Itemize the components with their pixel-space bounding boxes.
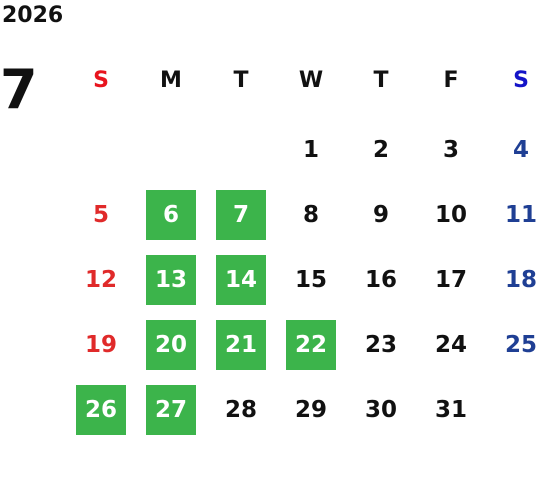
day-cell[interactable]: 5 — [92, 201, 109, 228]
day-cell-highlighted[interactable]: 27 — [146, 385, 196, 435]
day-cell-highlighted[interactable]: 14 — [216, 255, 266, 305]
day-cell[interactable]: 2 — [372, 136, 389, 163]
day-cell[interactable]: 18 — [504, 266, 537, 293]
day-cell[interactable]: 9 — [372, 201, 389, 228]
day-cell[interactable]: 19 — [84, 331, 117, 358]
weekday-header: S — [93, 68, 109, 93]
day-cell[interactable]: 28 — [224, 396, 257, 423]
day-cell-highlighted[interactable]: 26 — [76, 385, 126, 435]
weekday-header: M — [160, 68, 182, 93]
weekday-header: S — [513, 68, 529, 93]
day-cell[interactable]: 11 — [504, 201, 537, 228]
day-cell-highlighted[interactable]: 7 — [216, 190, 266, 240]
day-cell[interactable]: 10 — [434, 201, 467, 228]
day-cell-highlighted[interactable]: 13 — [146, 255, 196, 305]
day-cell[interactable]: 12 — [84, 266, 117, 293]
day-cell[interactable]: 31 — [434, 396, 467, 423]
day-cell[interactable]: 24 — [434, 331, 467, 358]
day-cell-highlighted[interactable]: 6 — [146, 190, 196, 240]
day-cell[interactable]: 1 — [302, 136, 319, 163]
day-cell[interactable]: 30 — [364, 396, 397, 423]
day-cell-highlighted[interactable]: 22 — [286, 320, 336, 370]
day-cell[interactable]: 29 — [294, 396, 327, 423]
day-cell[interactable]: 8 — [302, 201, 319, 228]
day-cell[interactable]: 4 — [512, 136, 529, 163]
weekday-header: W — [298, 68, 324, 93]
day-cell[interactable]: 3 — [442, 136, 459, 163]
day-cell[interactable]: 25 — [504, 331, 537, 358]
weekday-header: T — [233, 68, 249, 93]
month-number: 7 — [0, 58, 38, 121]
day-cell[interactable]: 16 — [364, 266, 397, 293]
day-cell-highlighted[interactable]: 20 — [146, 320, 196, 370]
day-cell[interactable]: 23 — [364, 331, 397, 358]
weekday-header: F — [443, 68, 459, 93]
day-cell-highlighted[interactable]: 21 — [216, 320, 266, 370]
year-label: 2026 — [2, 3, 64, 28]
weekday-header: T — [373, 68, 389, 93]
day-cell[interactable]: 15 — [294, 266, 327, 293]
day-cell[interactable]: 17 — [434, 266, 467, 293]
